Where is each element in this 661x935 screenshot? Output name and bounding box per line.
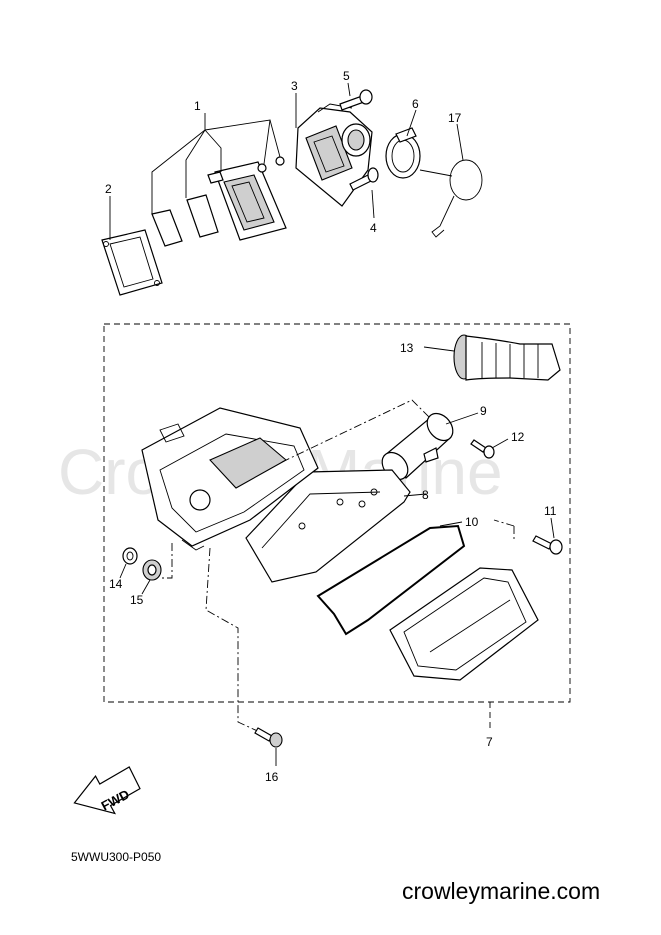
part-13-intake-duct — [423, 334, 561, 381]
fwd-arrow-icon: FWD — [73, 766, 141, 815]
part-15-grommet — [142, 559, 162, 581]
callout-4: 4 — [370, 221, 377, 235]
callout-labels: 1 2 3 4 5 6 7 8 9 10 11 12 13 14 15 16 1… — [105, 69, 557, 784]
part-11-screw — [532, 517, 563, 555]
part-1-reed-valve — [207, 156, 287, 241]
part-10-seal — [316, 521, 466, 636]
callout-12: 12 — [511, 430, 525, 444]
callout-11: 11 — [544, 504, 557, 518]
callout-9: 9 — [480, 404, 487, 418]
diagram-code: 5WWU300-P050 — [71, 850, 162, 864]
callout-5: 5 — [343, 69, 350, 83]
leader-lines-top — [109, 82, 464, 240]
part-3-manifold — [295, 103, 373, 207]
callout-16: 16 — [265, 770, 279, 784]
callout-14: 14 — [109, 577, 123, 591]
alignment-lines — [162, 399, 515, 735]
part-14-collar — [122, 547, 138, 565]
leader-15 — [141, 579, 151, 595]
callout-6: 6 — [412, 97, 419, 111]
part-6-clamp — [385, 127, 421, 179]
part-12-screw — [470, 438, 509, 459]
callout-8: 8 — [422, 488, 429, 502]
part-17-spring-clip — [419, 159, 483, 238]
part-5-bolt — [339, 89, 373, 111]
part-8-element-plate — [245, 469, 427, 583]
callout-17: 17 — [448, 111, 462, 125]
part-7-element-case — [389, 567, 539, 732]
callout-7: 7 — [486, 735, 493, 749]
leader-lines-part-1 — [151, 113, 281, 214]
part-1-reed-plates — [151, 194, 219, 247]
callout-1: 1 — [194, 99, 201, 113]
callout-2: 2 — [105, 182, 112, 196]
callout-10: 10 — [465, 515, 479, 529]
part-9-tube — [381, 412, 479, 481]
callout-3: 3 — [291, 79, 298, 93]
airbox-case — [141, 407, 319, 551]
part-2-gasket — [101, 229, 163, 296]
site-url: crowleymarine.com — [402, 878, 601, 904]
leader-14 — [119, 563, 127, 579]
part-16-bolt — [254, 727, 283, 766]
callout-13: 13 — [400, 341, 414, 355]
part-4-bolt — [349, 167, 379, 191]
callout-15: 15 — [130, 593, 144, 607]
group-frame — [103, 323, 571, 703]
